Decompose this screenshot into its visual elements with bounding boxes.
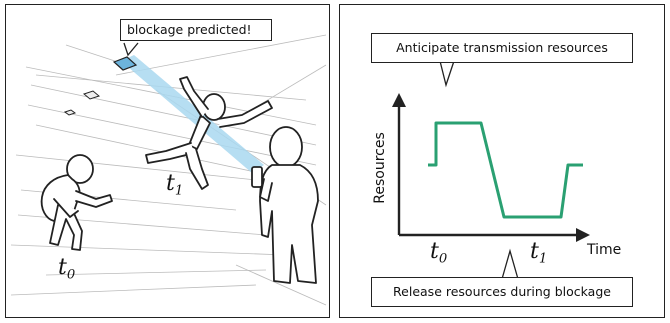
t1-axis-label: t1 [530, 239, 548, 267]
reflector-icon [112, 56, 138, 71]
t1-label: t1 [166, 171, 184, 199]
axes [392, 93, 590, 242]
top-callout-pointer [439, 60, 455, 88]
scene-panel: blockage predicted! t0 t1 [5, 4, 330, 318]
y-axis-label: Resources [372, 132, 388, 204]
resource-timeline-plot [392, 60, 590, 280]
t0-label: t0 [58, 255, 76, 283]
beam [121, 55, 264, 173]
standing-person-icon [251, 126, 319, 284]
x-axis-label: Time [587, 242, 622, 258]
bottom-callout-pointer [501, 248, 519, 280]
release-callout: Release resources during blockage [371, 277, 633, 307]
scene-sketch [10, 34, 327, 306]
anticipate-callout: Anticipate transmission resources [371, 33, 633, 63]
resource-timeline-panel: Anticipate transmission resources Releas… [339, 4, 665, 318]
reflector-icon-tiny [63, 109, 77, 116]
jumping-person-icon [145, 76, 273, 190]
reflector-icon-small [82, 90, 101, 100]
resource-curve [428, 121, 583, 219]
crouching-person-icon [40, 154, 113, 251]
t0-axis-label: t0 [430, 239, 448, 267]
blockage-callout: blockage predicted! [120, 19, 272, 41]
